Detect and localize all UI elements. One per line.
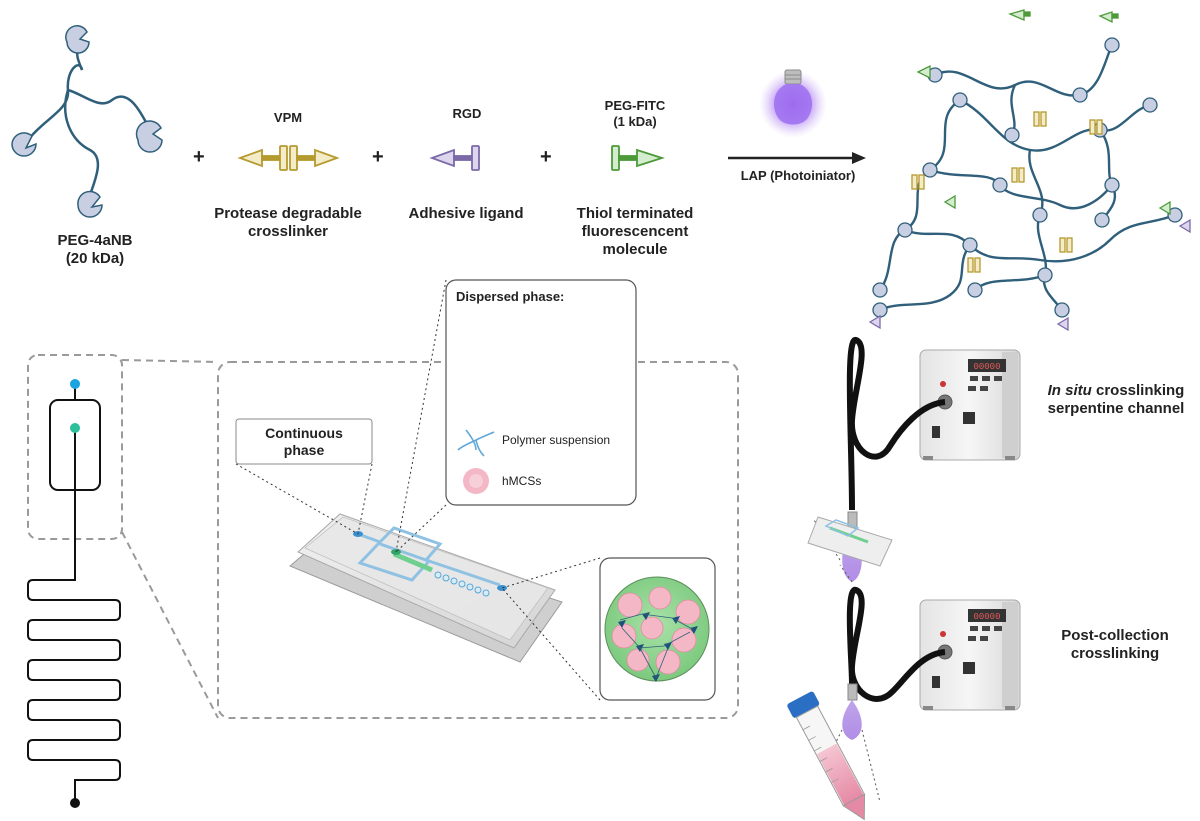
outlet-dot xyxy=(70,798,80,808)
reaction-arrow xyxy=(728,152,866,164)
polymer-suspension-icon xyxy=(457,429,495,457)
hydrogel-crosslinker-marks xyxy=(911,111,1103,273)
vpm-desc-line1: Protease degradable xyxy=(214,205,362,222)
plus-sign-2: + xyxy=(372,146,384,168)
callout-lines xyxy=(235,279,601,701)
chip-outlet xyxy=(497,585,507,591)
dispersed-phase-title: Dispersed phase: xyxy=(456,289,565,304)
zoom-connector-lines xyxy=(121,359,219,719)
hmcs-cell-icon xyxy=(463,468,489,494)
uv-beam-2 xyxy=(842,700,862,740)
magnified-microgel xyxy=(604,576,710,682)
continuous-line1: Continuous xyxy=(265,425,343,441)
light-guide-cable-2 xyxy=(846,587,946,702)
peg-fitc-description: Thiol terminated fluorescencent molecule xyxy=(565,205,705,259)
microfluidic-chip xyxy=(289,513,563,663)
peg-4anb-molecule xyxy=(11,25,163,218)
rgd-description: Adhesive ligand xyxy=(408,205,524,222)
hydrogel-rgd-marks xyxy=(868,218,1191,332)
in-situ-crosslinking-label: In situ crosslinking serpentine channel xyxy=(1036,382,1196,418)
hydrogel-fitc-marks xyxy=(916,9,1171,216)
peg-4anb-size: (20 kDa) xyxy=(65,250,125,267)
rgd-abbr: RGD xyxy=(452,106,482,121)
chip-channels xyxy=(357,526,501,587)
illumination-lines-2 xyxy=(831,729,881,803)
droplet-generator-outline xyxy=(49,388,101,491)
peg-4anb-name: PEG-4aNB xyxy=(57,232,133,249)
chip-droplets xyxy=(434,571,490,597)
peg-fitc-abbr: PEG-FITC xyxy=(604,98,666,113)
uv-lamp-unit-2: 00000 xyxy=(919,599,1021,711)
peg-fitc-size: (1 kDa) xyxy=(613,114,657,129)
vpm-crosslinker-glyph xyxy=(237,145,340,171)
in-situ-line2: serpentine channel xyxy=(1047,400,1185,417)
plus-sign-3: + xyxy=(540,146,552,168)
dispersed-inlet-dot xyxy=(70,423,80,433)
uv-light-bulb-icon xyxy=(759,69,827,138)
serpentine-channel xyxy=(27,490,121,800)
continuous-phase-box xyxy=(235,418,373,465)
fitc-desc-line2: fluorescencent xyxy=(581,223,689,240)
post-collection-label: Post-collection crosslinking xyxy=(1040,627,1190,663)
light-guide-cable-1 xyxy=(846,336,946,511)
collection-tube xyxy=(787,691,866,821)
peg-fitc-glyph xyxy=(611,145,665,171)
reaction-arrow-label: LAP (Photoiniator) xyxy=(740,168,856,183)
lamp-1-display: 00000 xyxy=(973,362,1000,372)
post-line2: crosslinking xyxy=(1070,645,1160,662)
continuous-phase-label: Continuous phase xyxy=(236,425,372,459)
chip-dispersed-stream xyxy=(393,551,433,573)
polymer-suspension-label: Polymer suspension xyxy=(502,433,611,447)
peg-4anb-label: PEG-4aNB (20 kDa) xyxy=(40,232,150,268)
vpm-desc-line2: crosslinker xyxy=(247,223,329,240)
peg-fitc-label: PEG-FITC (1 kDa) xyxy=(590,98,680,130)
in-situ-line1: In situ crosslinking xyxy=(1036,382,1196,400)
hmcs-label: hMCSs xyxy=(502,474,542,488)
small-chip-under-lamp xyxy=(807,516,893,567)
rgd-ligand-glyph xyxy=(429,145,480,171)
fitc-desc-line1: Thiol terminated xyxy=(576,205,694,222)
continuous-line2: phase xyxy=(283,442,325,458)
uv-lamp-unit-1: 00000 xyxy=(919,349,1021,461)
in-situ-italic: In situ xyxy=(1047,382,1092,399)
continuous-inlet-dot xyxy=(70,379,80,389)
dispersed-phase-legend xyxy=(445,279,637,506)
lamp-2-display: 00000 xyxy=(973,612,1000,622)
hydrogel-network xyxy=(879,44,1176,312)
fitc-desc-line3: molecule xyxy=(602,241,668,258)
vpm-description: Protease degradable crosslinker xyxy=(200,205,376,241)
in-situ-rest: crosslinking xyxy=(1091,382,1185,399)
vpm-abbr: VPM xyxy=(273,110,303,125)
plus-sign-1: + xyxy=(193,146,205,168)
post-line1: Post-collection xyxy=(1061,627,1169,644)
light-guide-tip-2 xyxy=(847,683,858,701)
